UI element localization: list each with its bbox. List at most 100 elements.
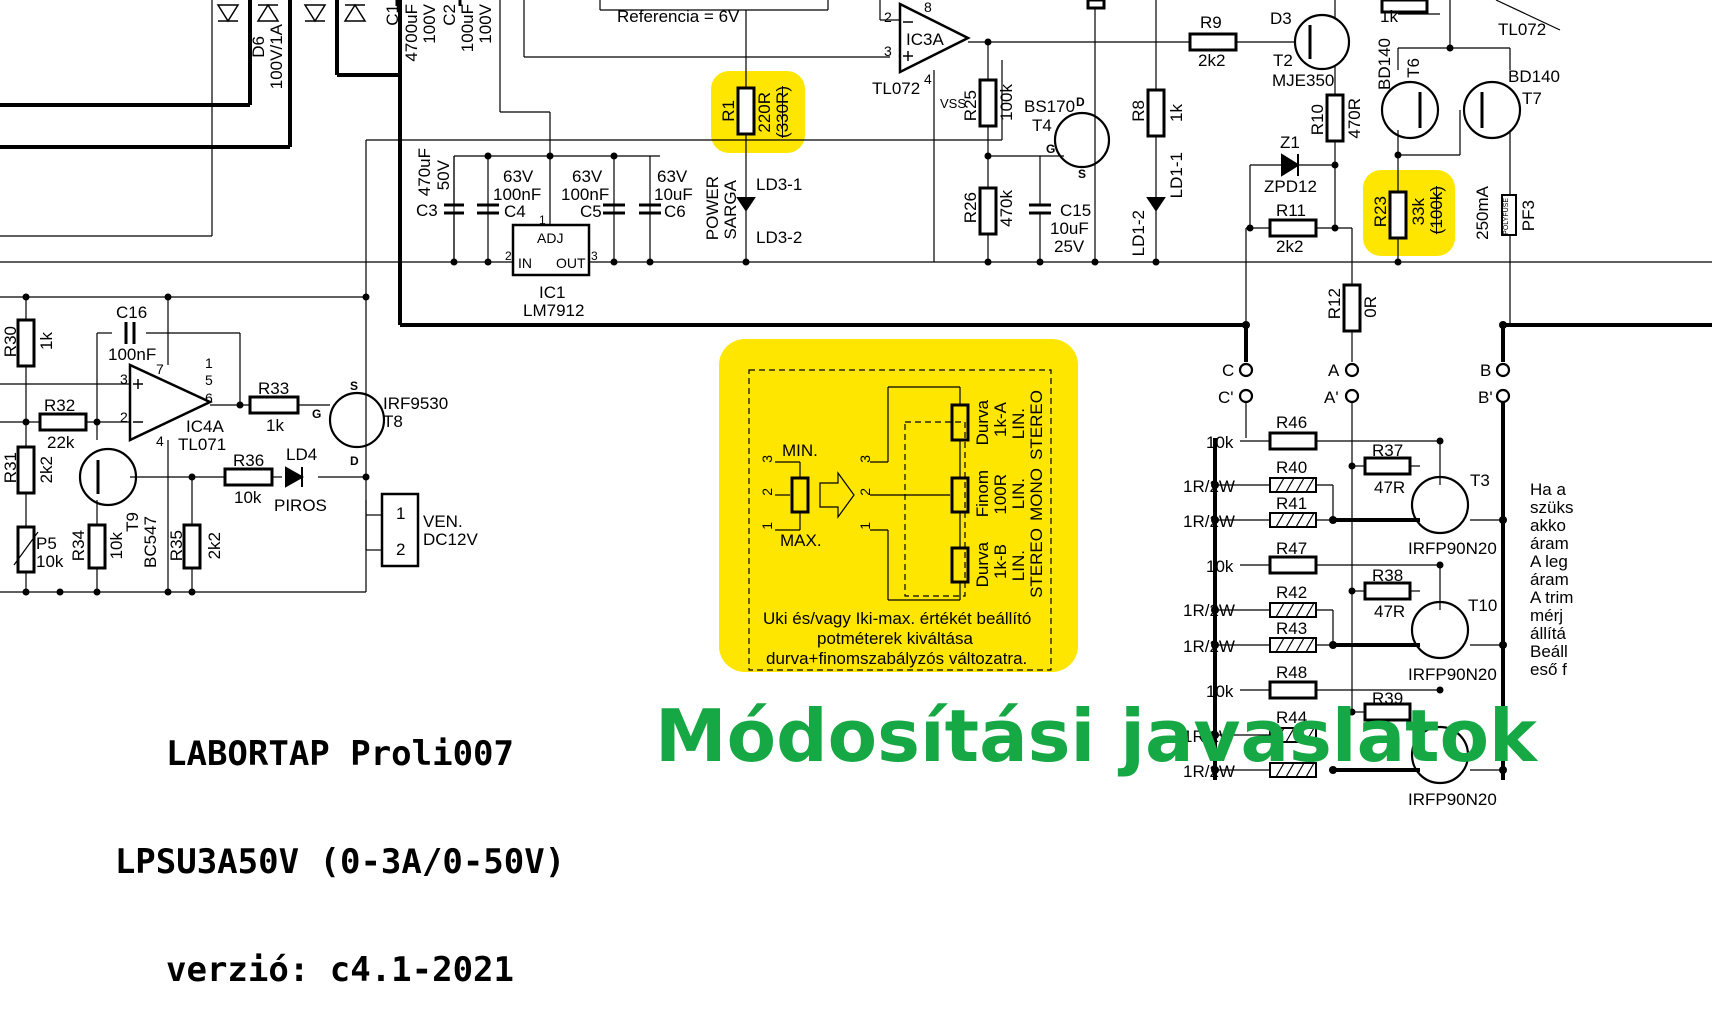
r43-value: 1R/2W — [1183, 637, 1235, 656]
z1-label: Z1 — [1280, 133, 1300, 152]
c16-value: 100nF — [108, 345, 157, 364]
new-pin3: 3 — [857, 455, 873, 463]
r43-label: R43 — [1276, 619, 1308, 638]
ic4a-label: IC4A — [186, 417, 224, 436]
c3-value: 470uF — [415, 148, 434, 197]
side-note-line: A trim — [1530, 588, 1574, 607]
r44-label: R44 — [1276, 708, 1308, 727]
r1-old-value: (330R) — [773, 86, 792, 138]
t7-label: T7 — [1522, 89, 1542, 108]
r31-value: 2k2 — [37, 456, 56, 484]
highlight-r23 — [1363, 170, 1455, 256]
node-a-prime: A' — [1324, 388, 1339, 407]
new-pin2: 2 — [857, 488, 873, 496]
pot-pin2: 2 — [759, 488, 775, 496]
r12-value: 0R — [1361, 296, 1380, 318]
t9-label: T9 — [123, 512, 142, 532]
t8-s: S — [350, 379, 359, 393]
r41-label: R41 — [1276, 494, 1308, 513]
tl072-top: TL072 — [1498, 20, 1547, 39]
sarga-label: SARGA — [721, 180, 740, 240]
node-c: C — [1222, 361, 1235, 380]
c6-label: C6 — [664, 202, 686, 221]
ven-pin1: 1 — [396, 504, 406, 523]
pf3-value: 250mA — [1473, 186, 1492, 240]
c3-label: C3 — [416, 201, 438, 220]
r48-label: R48 — [1276, 663, 1308, 682]
ld3-2-label: LD3-2 — [756, 228, 803, 247]
title-line-3: verzió: c4.1-2021 — [166, 950, 514, 990]
finom-lin: LIN. — [1009, 478, 1028, 510]
ic3a-pin8: 8 — [924, 0, 932, 15]
c15-value: 10uF — [1050, 219, 1089, 238]
node-a: A — [1328, 361, 1340, 380]
t6-label: T6 — [1404, 58, 1423, 78]
ic4a-pin5: 5 — [205, 372, 213, 388]
t4-g: G — [1046, 142, 1056, 156]
r10-value: 470R — [1345, 98, 1364, 139]
r37-value: 47R — [1374, 478, 1406, 497]
ic4a-pin3: 3 — [120, 371, 128, 387]
side-note-line: áram — [1530, 534, 1569, 553]
c1-value: 4700uF — [402, 4, 421, 62]
r25-label: R25 — [961, 90, 980, 122]
pot-min: MIN. — [782, 441, 818, 460]
ic1-adj: ADJ — [537, 230, 564, 246]
ic3a-pin3: 3 — [884, 43, 892, 59]
c4-value: 100nF — [493, 185, 542, 204]
d6-value: 100V/1A — [267, 24, 286, 90]
bd140-right: BD140 — [1508, 67, 1560, 86]
side-note-line: mérj — [1530, 606, 1564, 625]
r30-value: 1k — [37, 332, 56, 350]
t4-d: D — [1076, 95, 1085, 109]
side-note: Ha a szüks akko áram A leg áram A trim m… — [1530, 480, 1573, 680]
t4-label: T4 — [1032, 116, 1052, 135]
durva-a-lin: LIN. — [1009, 408, 1028, 440]
t3-label: T3 — [1470, 471, 1490, 490]
side-note-line: szüks — [1530, 498, 1574, 517]
bs170-label: BS170 — [1024, 97, 1076, 116]
info-box-background — [719, 339, 1078, 672]
p5-value: 10k — [36, 552, 64, 571]
r12-label: R12 — [1325, 288, 1344, 320]
c4-voltage: 63V — [503, 167, 534, 186]
bd140-left: BD140 — [1375, 38, 1394, 90]
t8-type: IRF9530 — [383, 394, 449, 413]
r46-value: 10k — [1206, 433, 1234, 452]
r45-value: 1R/2W — [1183, 762, 1235, 781]
c6-voltage: 63V — [657, 167, 688, 186]
pot-pin1: 1 — [759, 522, 775, 530]
side-note-line: állítá — [1530, 624, 1566, 643]
ic1-label: IC1 — [539, 283, 566, 302]
ic1-pin2: 2 — [505, 249, 512, 263]
r46-label: R46 — [1276, 413, 1308, 432]
r23-label: R23 — [1371, 196, 1390, 228]
r26-value: 470k — [997, 190, 1016, 227]
pf3-label: PF3 — [1519, 200, 1538, 232]
ic1-pin1: 1 — [539, 213, 546, 227]
info-caption-2: potméterek kiváltása — [817, 629, 973, 648]
info-caption-1: Uki és/vagy Iki-max. értékét beállító — [763, 609, 1032, 628]
ic3a-label: IC3A — [906, 30, 944, 49]
r1-value: 220R — [755, 92, 774, 133]
c16-label: C16 — [116, 303, 148, 322]
ld3-1-label: LD3-1 — [756, 175, 803, 194]
r23-old-value: (100k) — [1427, 186, 1446, 235]
side-note-line: A leg — [1530, 552, 1568, 571]
schematic — [0, 0, 1712, 785]
ic1-in: IN — [518, 255, 532, 271]
ic4a-pin7: 7 — [156, 361, 164, 377]
c5-value: 100nF — [561, 185, 610, 204]
r39-label: R39 — [1372, 689, 1404, 708]
r40-value: 1R/2W — [1183, 477, 1235, 496]
r41-value: 1R/2W — [1183, 512, 1235, 531]
c1-voltage: 100V — [420, 4, 439, 44]
ic4a-pin6: 6 — [205, 390, 213, 406]
t8-label: T8 — [383, 412, 403, 431]
d3-label: D3 — [1270, 9, 1292, 28]
ic3a-type: TL072 — [872, 79, 921, 98]
c2-value: 100uF — [458, 4, 477, 53]
t9-type: BC547 — [141, 516, 160, 568]
r38-value: 47R — [1374, 602, 1406, 621]
ic1-type: LM7912 — [523, 301, 585, 320]
